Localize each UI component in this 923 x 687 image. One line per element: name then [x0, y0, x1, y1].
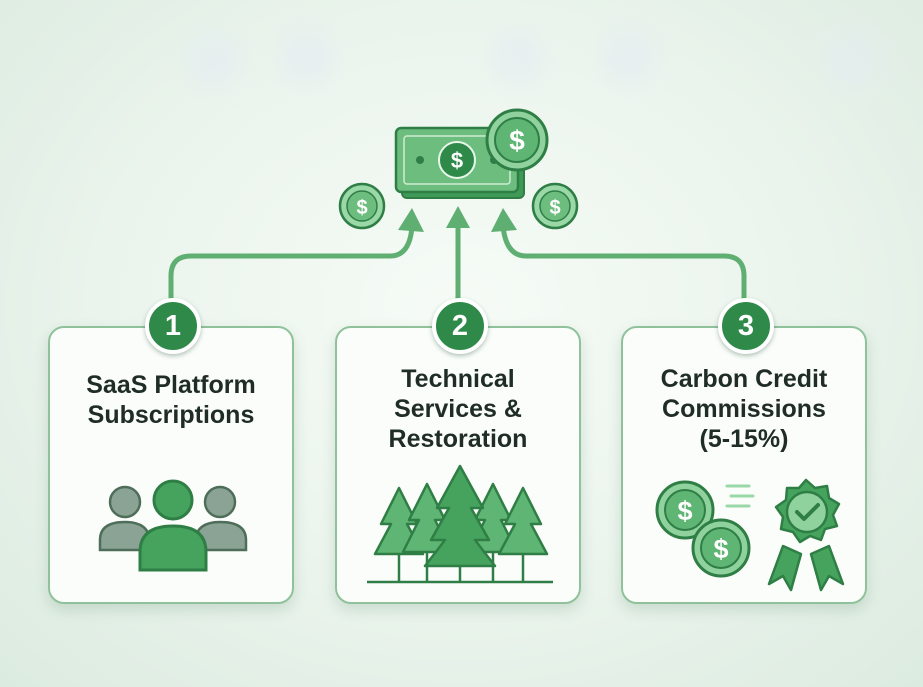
arrowhead-1 [398, 208, 424, 232]
coin-icon: $ [655, 480, 715, 540]
background-bokeh [278, 28, 336, 86]
svg-text:$: $ [356, 197, 367, 219]
card-title-line: Services & [394, 395, 522, 423]
step-badge-1: 1 [145, 298, 201, 354]
card-title-line: SaaS Platform [86, 371, 256, 399]
connector-arrow-1 [168, 223, 415, 303]
background-bokeh [490, 30, 546, 86]
revenue-card-saas: SaaS Platform Subscriptions 1 [48, 298, 294, 604]
background-bokeh [822, 30, 882, 90]
svg-text:$: $ [677, 496, 692, 526]
card-title: SaaS Platform Subscriptions [60, 370, 282, 430]
card-title-line: (5-15%) [699, 425, 789, 453]
card-title-line: Subscriptions [87, 401, 255, 429]
card-title-line: Commissions [662, 395, 826, 423]
svg-text:$: $ [549, 197, 560, 219]
step-badge-2: 2 [432, 298, 488, 354]
svg-text:$: $ [713, 534, 728, 564]
revenue-card-carbon-credit: Carbon Credit Commissions (5-15%) $ $ [621, 298, 867, 604]
revenue-card-technical-services: Technical Services & Restoration [335, 298, 581, 604]
background-bokeh [600, 28, 658, 86]
arrowhead-3 [491, 208, 517, 232]
step-badge-3: 3 [718, 298, 774, 354]
background-bokeh [185, 32, 243, 90]
svg-text:$: $ [509, 125, 525, 156]
arrowhead-2 [446, 206, 470, 228]
card-title-line: Carbon Credit [660, 365, 828, 393]
card-title-line: Restoration [388, 425, 528, 453]
svg-text:$: $ [451, 148, 463, 173]
card-title-line: Technical [401, 365, 515, 393]
coins-award-ribbon-icon: $ $ [655, 478, 845, 592]
connector-arrow-3 [500, 223, 747, 303]
card-title: Technical Services & Restoration [347, 364, 569, 454]
forest-trees-icon [367, 464, 553, 584]
checkmark-icon [795, 503, 820, 521]
coin-icon: $ [691, 518, 751, 578]
card-title: Carbon Credit Commissions (5-15%) [633, 364, 855, 454]
users-group-icon [98, 479, 248, 572]
